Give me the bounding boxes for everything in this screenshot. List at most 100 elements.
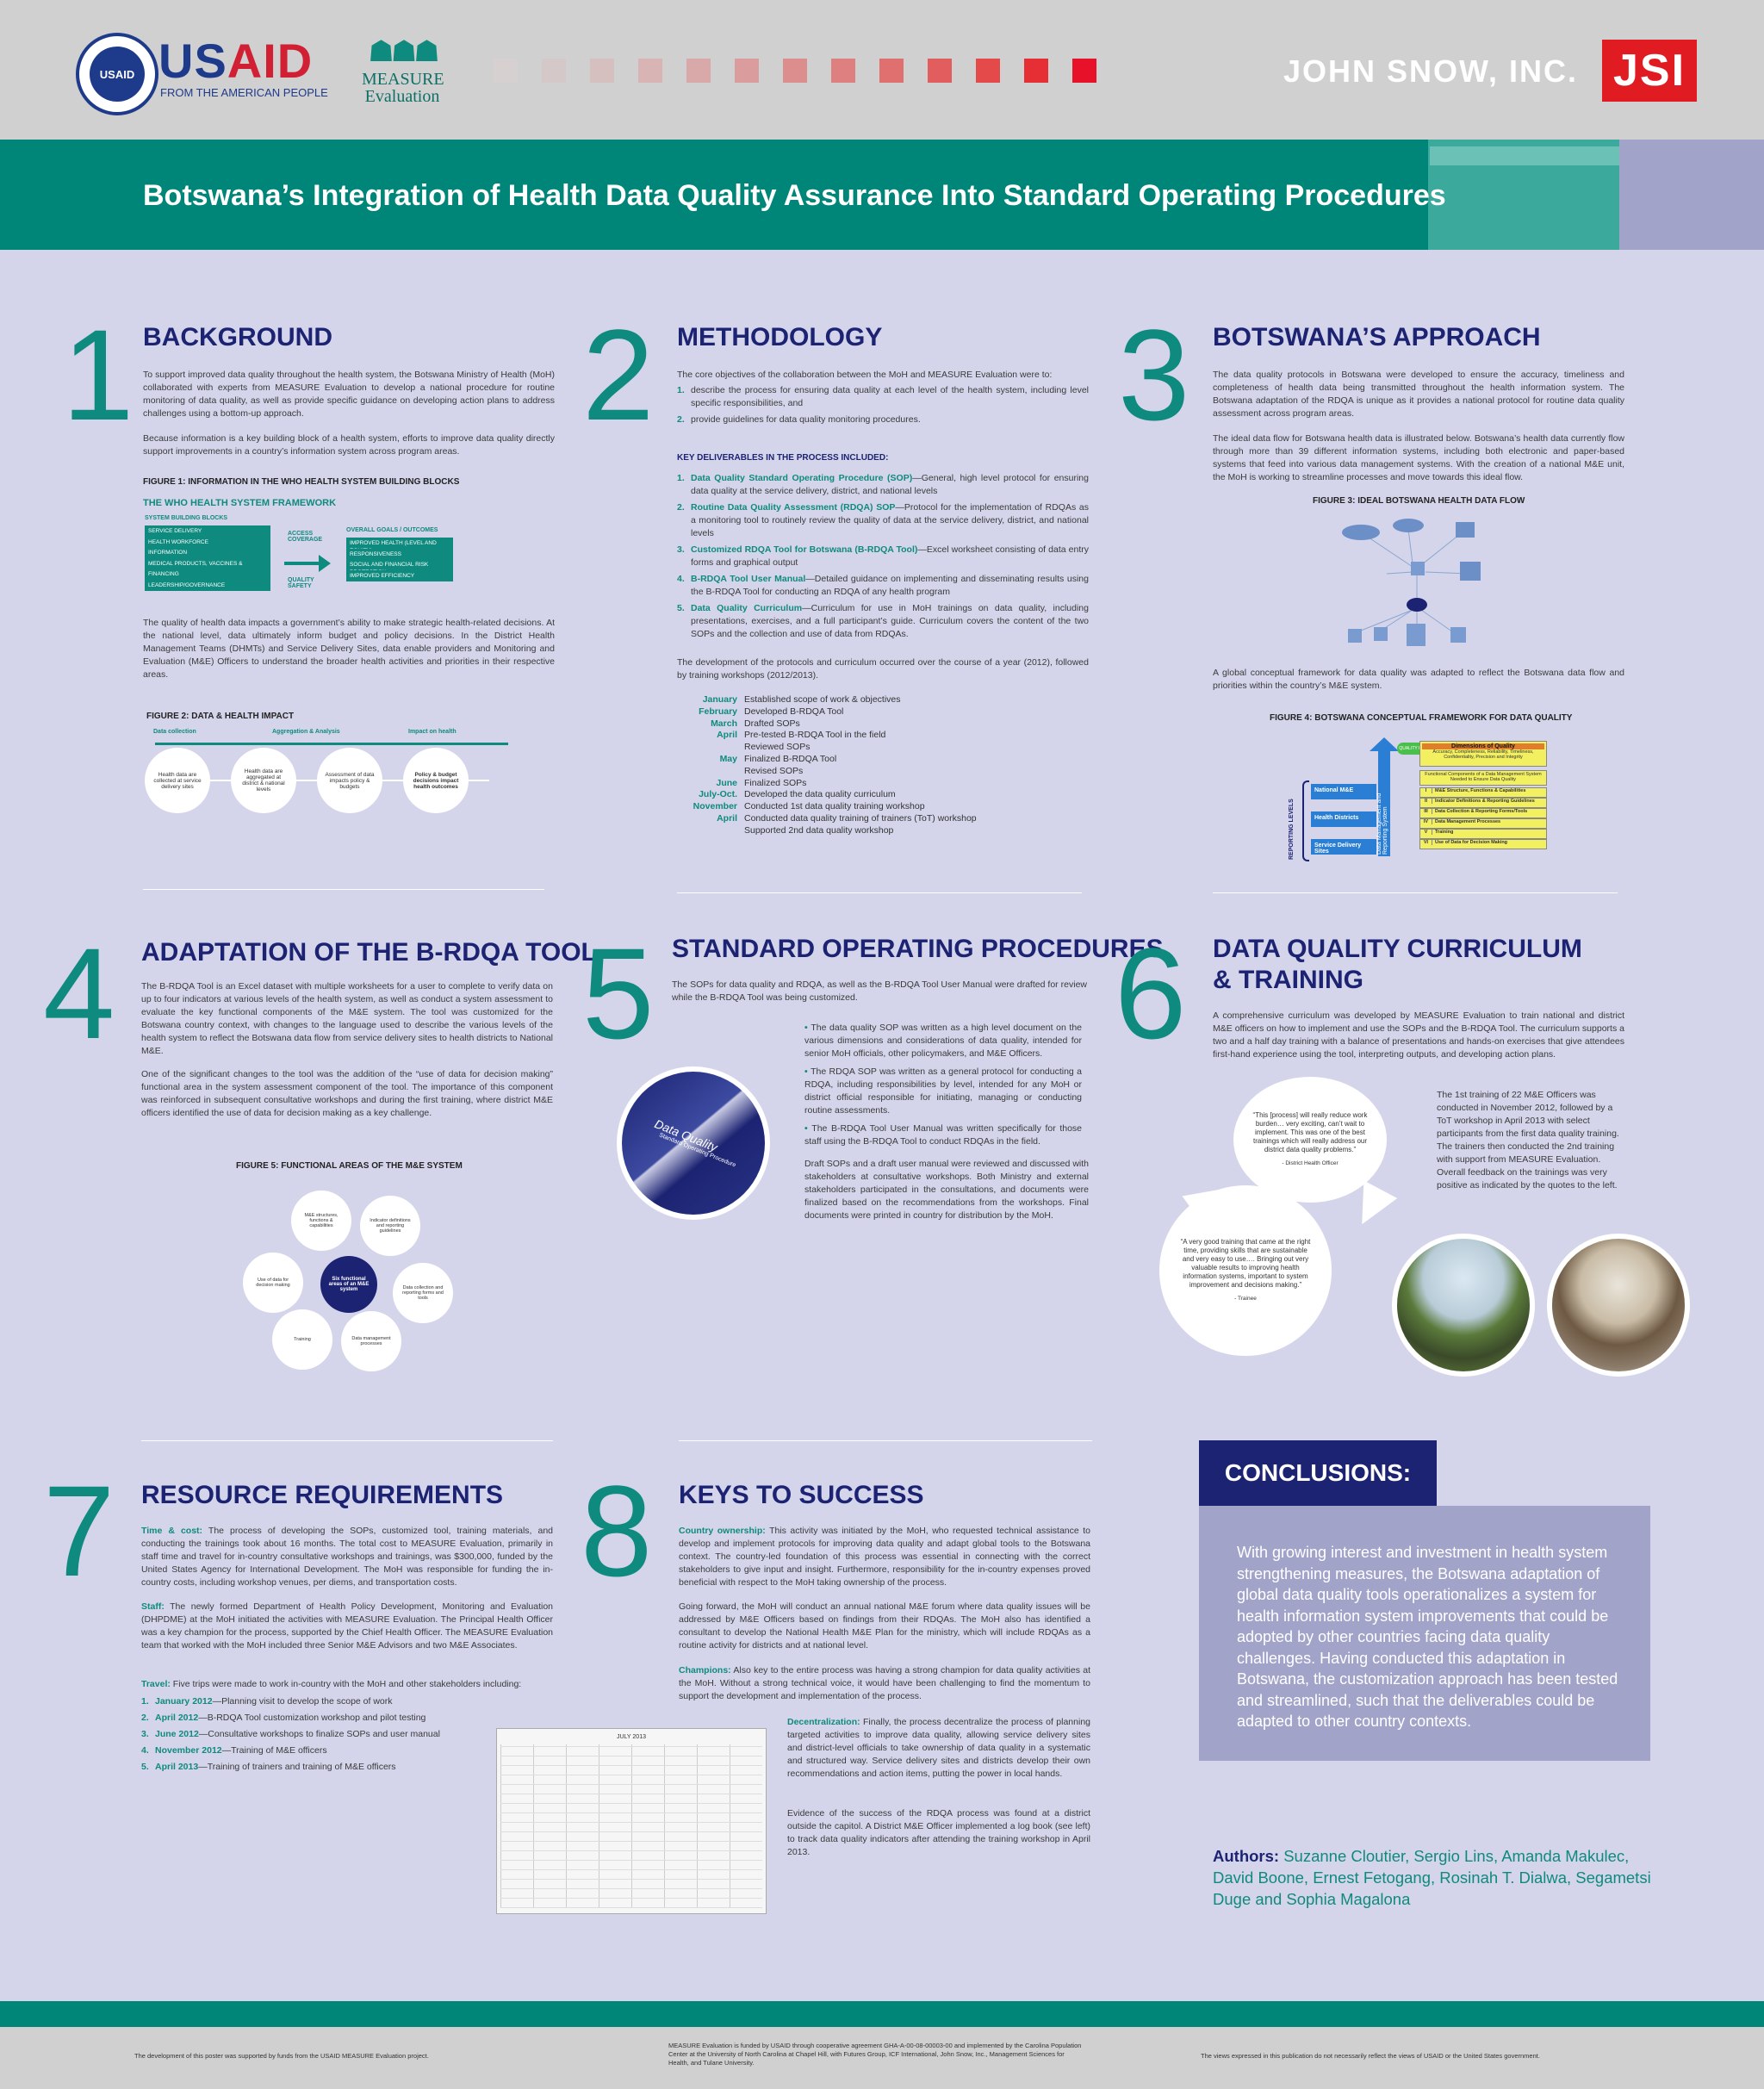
timeline-text: Finalized B-RDQA Tool [744,754,837,764]
timeline-text: Established scope of work & objectives [744,694,901,705]
timeline-month: March [711,718,737,729]
travel-item-5: 5.April 2013—Training of trainers and tr… [141,1761,553,1774]
fig4-level-1: National M&E [1311,784,1376,799]
title-band-lavender [1619,140,1764,250]
fig4-dimensions: Dimensions of Quality Accuracy, Complete… [1419,741,1547,767]
travel-item-text: —Training of M&E officers [221,1745,327,1756]
objective-1: 1.describe the process for ensuring data… [677,385,1089,408]
section-4-number: 4 [43,921,115,1066]
fig4-level-2: Health Districts [1311,811,1376,827]
fig4-row-text: Indicator Definitions & Reporting Guidel… [1435,799,1535,804]
s7-para-3: Travel: Five trips were made to work in-… [141,1679,522,1689]
flow-node-6 [1407,598,1427,612]
gradient-square-7 [783,59,807,83]
fig4-up-arrow-icon [1370,737,1399,751]
timeline-text: Drafted SOPs [744,718,800,729]
training-photo-2 [1552,1239,1685,1371]
section-6-title-1: DATA QUALITY CURRICULUM [1213,935,1582,963]
logbook-title: JULY 2013 [617,1734,646,1740]
figure-3-caption: FIGURE 3: IDEAL BOTSWANA HEALTH DATA FLO… [1313,496,1525,506]
s2-para-2: The development of the protocols and cur… [677,657,1089,681]
travel-item-text: —Training of trainers and training of M&… [198,1762,396,1772]
sop-bullet-3: • The B-RDQA Tool User Manual was writte… [804,1123,1083,1147]
conclusions-label: CONCLUSIONS: [1199,1440,1437,1506]
gradient-square-3 [590,59,614,83]
measure-line1: MEASURE [362,70,444,89]
s2-para-1: The core objectives of the collaboration… [677,370,1053,380]
quote-1-text: “This [process] will really reduce work … [1252,1111,1368,1153]
measure-evaluation-logo: ☗☗☗ MEASURE Evaluation [362,33,444,105]
fig4-up-arrow-shaft [1378,749,1390,856]
sop-bullet-1: • The data quality SOP was written as a … [804,1023,1083,1059]
travel-item-4: 4.November 2012—Training of M&E officers [141,1744,553,1757]
figure-1-caption: FIGURE 1: INFORMATION IN THE WHO HEALTH … [143,477,460,487]
fig4-row-numeral: III [1420,809,1432,814]
fig4-dims-text: Accuracy, Completeness, Reliability, Tim… [1432,749,1534,760]
fig2-header-aggregation: Aggregation & Analysis [272,729,340,735]
flow-node-8 [1374,627,1388,641]
fig2-header-collection: Data collection [153,729,196,735]
deliverable-5: 5.Data Quality Curriculum—Curriculum for… [677,603,1089,639]
timeline-text: Pre-tested B-RDQA Tool in the field [744,730,886,741]
section-7-title: RESOURCE REQUIREMENTS [141,1481,504,1509]
flow-node-3 [1456,522,1475,538]
deliverable-3: 3.Customized RDQA Tool for Botswana (B-R… [677,544,1089,568]
s2-divider [677,892,1082,893]
fig4-brace [1302,780,1309,861]
footer-center: MEASURE Evaluation is funded by USAID th… [668,2042,1082,2067]
training-photo-1 [1397,1239,1530,1371]
goals-title: OVERALL GOALS / OUTCOMES [346,527,438,533]
s1-divider [143,889,544,890]
fig2-circle-1: Health data are collected at service del… [145,748,210,813]
section-3-title: BOTSWANA’S APPROACH [1213,323,1541,351]
quote-2-author: - Trainee [1234,1296,1257,1302]
deliverable-4: 4.B-RDQA Tool User Manual—Detailed guida… [677,574,1089,597]
gradient-square-9 [879,59,904,83]
who-block-2: HEALTH WORKFORCE [145,536,270,548]
gradient-square-11 [976,59,1000,83]
timeline-text: Conducted 1st data quality training work… [744,801,925,812]
fig5-center: Six functional areas of an M&E system [320,1256,377,1313]
deliverable-1: 1.Data Quality Standard Operating Proced… [677,473,1089,496]
flow-node-5 [1460,562,1481,581]
s8-para-3: Champions: Also key to the entire proces… [679,1665,1090,1701]
conclusions-text: With growing interest and investment in … [1237,1544,1618,1730]
s6-para-1: A comprehensive curriculum was developed… [1213,1010,1624,1060]
s1-para-3: The quality of health data impacts a gov… [143,618,555,680]
gradient-square-4 [638,59,662,83]
flow-node-7 [1407,624,1425,646]
gradient-square-13 [1072,59,1096,83]
usaid-aid: AID [227,34,314,88]
s5-para-2: Draft SOPs and a draft user manual were … [804,1159,1089,1221]
section-5-number: 5 [582,921,655,1066]
figure-2-caption: FIGURE 2: DATA & HEALTH IMPACT [146,712,295,721]
gradient-square-1 [494,59,518,83]
conclusions-box [1199,1506,1650,1761]
gradient-square-6 [735,59,759,83]
fig4-row-numeral: IV [1420,819,1432,824]
fig4-row-text: M&E Structure, Functions & Capabilities [1435,788,1526,793]
travel-item-number: 1. [141,1696,149,1707]
deliverable-2: 2.Routine Data Quality Assessment (RDQA)… [677,502,1089,538]
fig4-row-text: Training [1435,830,1454,835]
usaid-seal-text: USAID [90,47,145,102]
s1-para-2: Because information is a key building bl… [143,433,555,457]
section-8-title: KEYS TO SUCCESS [679,1481,924,1509]
s8-para-2: Going forward, the MoH will conduct an a… [679,1601,1090,1651]
fig4-func-title: Functional Components of a Data Manageme… [1419,770,1547,786]
fig5-area-2: Indicator definitions and reporting guid… [360,1196,420,1256]
timeline-month: July-Oct. [699,789,737,800]
figure-1-subtitle: SYSTEM BUILDING BLOCKS [145,515,228,521]
figure-4-caption: FIGURE 4: BOTSWANA CONCEPTUAL FRAMEWORK … [1270,713,1573,723]
fig4-row-numeral: VI [1420,840,1432,845]
jsi-logo: JSI [1602,40,1697,102]
gradient-square-10 [928,59,952,83]
travel-item-number: 4. [141,1745,149,1756]
usaid-tagline: FROM THE AMERICAN PEOPLE [160,86,328,99]
fig4-dims-title: Dimensions of Quality [1422,743,1544,749]
fig2-header-impact: Impact on health [408,729,457,735]
timeline-month: April [717,730,737,741]
